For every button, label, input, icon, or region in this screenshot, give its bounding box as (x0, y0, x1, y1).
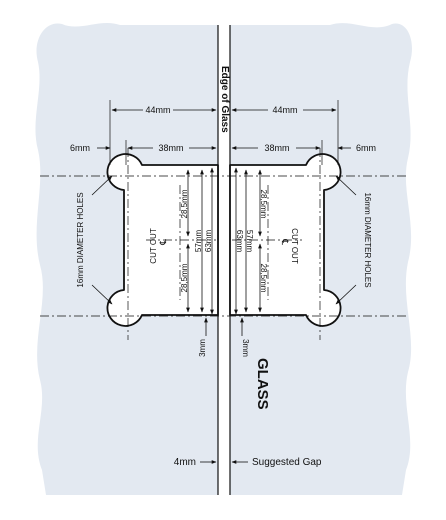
cutouts (106, 153, 342, 327)
dashed-centerlines (40, 148, 408, 340)
hole-label-left: 16mm DIAMETER HOLES (76, 192, 85, 287)
dim-44mm-right: 44mm (272, 105, 297, 115)
dim-3mm-right: 3mm (241, 339, 250, 357)
gap-label: Suggested Gap (252, 457, 322, 468)
cutout-label-left: CUT OUT (149, 228, 158, 264)
centerline-symbol-left: ℄ (158, 239, 168, 246)
dim-38mm-left: 38mm (158, 143, 183, 153)
glass-label: GLASS (254, 358, 271, 410)
dim-28-5mm-left-top: 28,5mm (180, 189, 189, 218)
dim-44mm-left: 44mm (145, 105, 170, 115)
cutout-label-right: CUT OUT (290, 228, 299, 264)
dim-57mm-left: 57mm (194, 230, 203, 253)
cutout-left (106, 153, 219, 327)
horizontal-dimensions (97, 108, 351, 464)
dim-3mm-left: 3mm (198, 339, 207, 357)
dim-28-5mm-right-bottom: 28,5mm (259, 264, 268, 293)
dim-6mm-right: 6mm (356, 143, 376, 153)
extension-lines (109, 100, 339, 165)
centerline-symbol-right: ℄ (280, 238, 290, 245)
hole-label-right: 16mm DIAMETER HOLES (363, 192, 372, 287)
dim-38mm-right: 38mm (264, 143, 289, 153)
edge-of-glass-label: Edge of Glass (219, 66, 230, 133)
dim-6mm-left: 6mm (70, 143, 90, 153)
dim-28-5mm-right-top: 28,5mm (259, 190, 268, 219)
dim-63mm-left: 63mm (204, 230, 213, 253)
gap-value: 4mm (174, 457, 196, 468)
hole-leaders (91, 175, 357, 305)
dim-57mm-right: 57mm (245, 230, 254, 253)
dim-63mm-right: 63mm (235, 230, 244, 253)
vertical-dimensions (186, 167, 262, 336)
dim-28-5mm-left-bottom: 28,5mm (180, 263, 189, 292)
